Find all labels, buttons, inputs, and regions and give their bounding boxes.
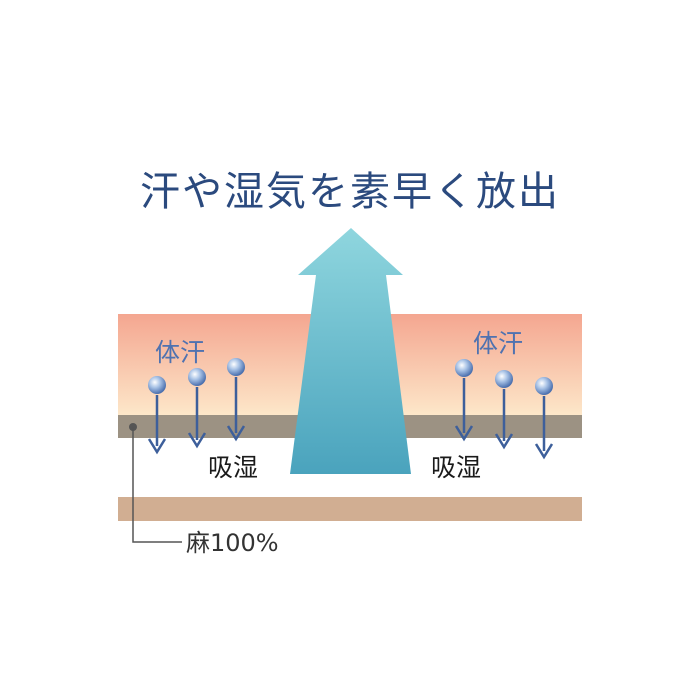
drop-arrow-right-2 [494, 370, 514, 450]
drop-arrow-left-3 [226, 358, 246, 442]
drop-arrow-left-1 [147, 376, 167, 455]
sweat-label-left: 体汗 [155, 338, 205, 367]
big-up-arrow [290, 228, 411, 474]
fabric-bottom-layer [118, 497, 582, 521]
absorb-label-right: 吸湿 [431, 453, 481, 482]
drop-arrow-right-1 [454, 359, 474, 442]
material-leader-line [129, 423, 182, 543]
material-label: 麻100% [186, 529, 279, 557]
absorb-label-left: 吸湿 [208, 453, 258, 482]
drop-arrow-right-3 [534, 377, 554, 460]
headline: 汗や湿気を素早く放出 [140, 169, 560, 215]
drop-arrow-left-2 [187, 368, 207, 449]
sweat-label-right: 体汗 [473, 329, 523, 358]
